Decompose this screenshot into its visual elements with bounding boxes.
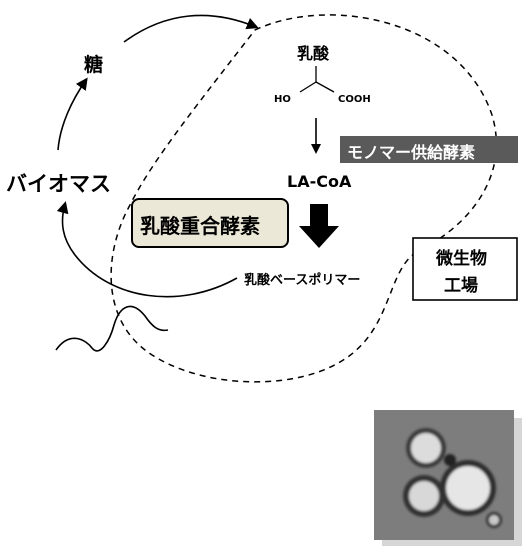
- thick-down-arrow-icon: [299, 204, 339, 248]
- cycle-arrow-biomass-to-sugar: [57, 77, 88, 151]
- polymer-label: 乳酸ベースポリマー: [244, 273, 361, 288]
- carboxyl-label: COOH: [338, 94, 371, 105]
- wavy-line-icon: [55, 305, 169, 352]
- micro-factory-box: [412, 237, 518, 301]
- sugar-label: 糖: [84, 54, 104, 76]
- biomass-label: バイオマス: [6, 172, 111, 196]
- microscope-image: [374, 410, 522, 546]
- monomer-enzyme-label: モノマー供給酵素: [347, 143, 476, 162]
- lactic-acid-label: 乳酸: [297, 44, 330, 63]
- polymerase-label: 乳酸重合酵素: [140, 214, 260, 238]
- polymerase-box: [131, 198, 289, 248]
- lactic-acid-structure: [299, 66, 335, 93]
- cycle-arrow-polymer-to-biomass: [56, 201, 238, 298]
- monomer-enzyme-banner: [340, 136, 518, 163]
- factory-line1: 微生物: [436, 249, 487, 269]
- la-coa-label: LA-CoA: [287, 172, 352, 191]
- factory-line2: 工場: [444, 276, 478, 296]
- hydroxyl-label: HO: [274, 94, 291, 105]
- cycle-arrow-sugar-to-cell: [123, 14, 259, 43]
- cell-outline: [110, 14, 498, 383]
